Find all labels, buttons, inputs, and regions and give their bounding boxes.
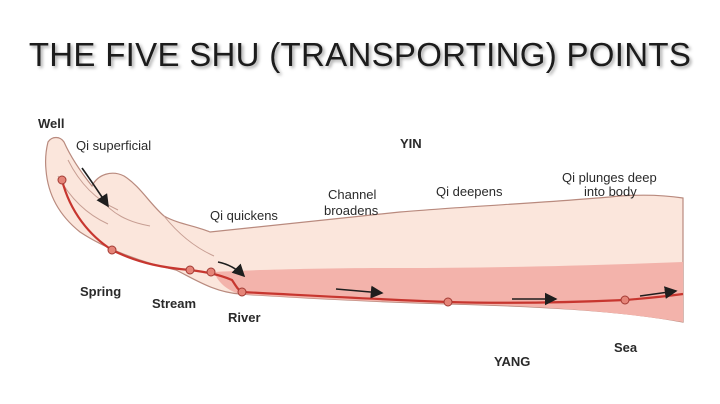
annotation-channel-line1: Channel [328,187,377,202]
annotation-channel-line2: broadens [324,203,379,218]
annotation-qi-quickens: Qi quickens [210,208,278,223]
annotation-qi-deepens: Qi deepens [436,184,503,199]
yang-band [214,262,683,322]
label-stream: Stream [152,296,196,311]
point-mid [443,297,453,307]
label-spring: Spring [80,284,121,299]
point-spring [107,245,117,255]
point-sea [620,295,630,305]
arrow-qi-superficial [81,167,109,208]
arrow-qi-quickens [217,261,246,278]
thumb-contour [163,215,215,257]
label-yang: YANG [494,354,530,369]
label-sea: Sea [614,340,638,355]
label-well: Well [38,116,65,131]
finger-contour [67,159,119,211]
point-well [57,175,67,185]
annotation-qi-plunges-line1: Qi plunges deep [562,170,657,185]
arrow-forearm-1 [335,285,384,299]
annotation-qi-plunges-line2: into body [584,184,637,199]
annotation-qi-superficial: Qi superficial [76,138,151,153]
label-yin: YIN [400,136,422,151]
point-stream-2 [206,267,216,277]
label-river: River [228,310,261,325]
arrow-forearm-3 [639,286,678,299]
point-river [237,287,247,297]
diagram-title: THE FIVE SHU (TRANSPORTING) POINTS [28,36,692,73]
point-stream-1 [185,265,195,275]
